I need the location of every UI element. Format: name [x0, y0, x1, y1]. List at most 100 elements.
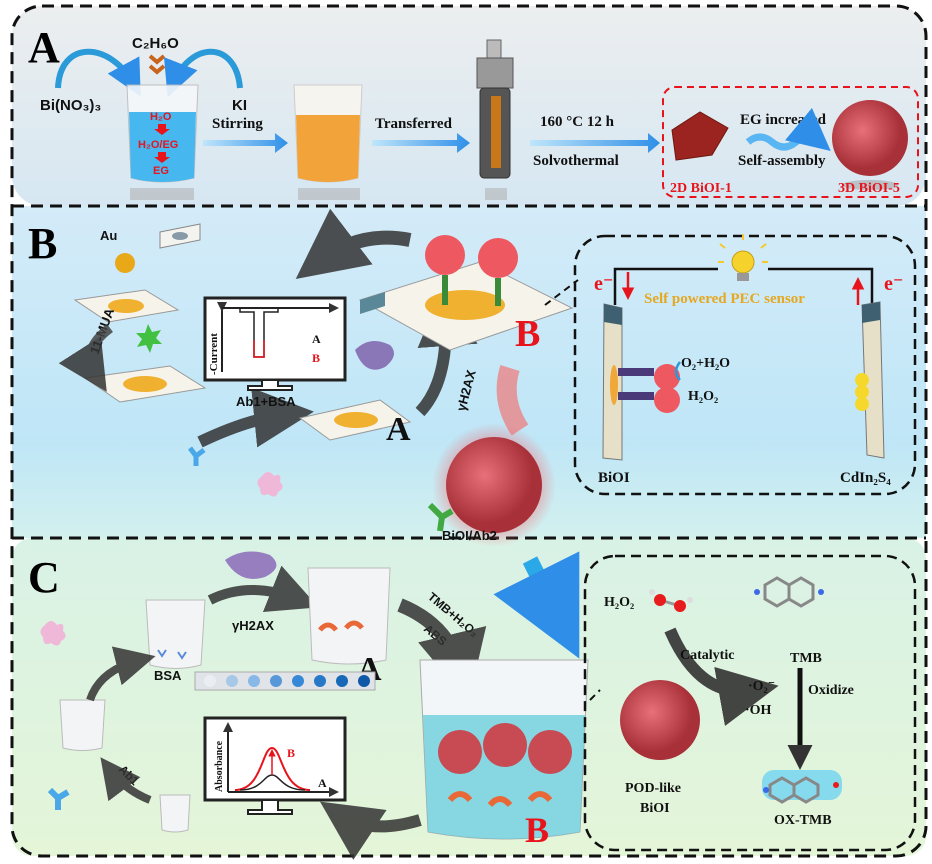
solvent-eg: EG	[153, 165, 169, 177]
antibody-icon	[157, 649, 187, 660]
bioi-sphere	[483, 723, 527, 767]
beaker-shadow	[298, 188, 360, 200]
well-a	[307, 567, 391, 665]
tmb-molecule-icon	[754, 576, 824, 608]
autoclave-shadow	[485, 188, 507, 200]
antibody-stack	[442, 275, 501, 306]
photocathode-label: CdIn₂S₄	[840, 470, 891, 486]
plate-strip	[194, 671, 376, 691]
curved-arrow-left	[55, 48, 141, 97]
curved-arrow-right	[164, 48, 243, 98]
curved-arrow	[664, 627, 779, 726]
mech-h2o2: H₂O₂	[604, 595, 634, 610]
reagent-ethanol: C₂H₆O	[132, 35, 179, 52]
mech-hydroxyl: ·OH	[745, 703, 772, 718]
well-b-label: B	[525, 810, 549, 850]
electron-left: e⁻	[594, 273, 613, 295]
well-b	[419, 659, 589, 840]
electrode-spot	[172, 232, 188, 240]
monitor-pec: -Current A B	[203, 296, 347, 391]
gold-nanoparticle	[115, 253, 135, 273]
mech-bioi: BiOI	[640, 801, 670, 816]
mechanism-box: H₂O₂ Catalytic TMB ·O₂⁻ ·OH Oxidize POD-…	[583, 554, 917, 852]
pod-like-bioi-sphere	[620, 680, 700, 760]
product-o2-h2o: O₂+H₂O	[681, 356, 730, 371]
chevron-down-icon	[148, 54, 166, 75]
beaker-mixture	[293, 84, 363, 183]
mech-catalytic: Catalytic	[680, 648, 734, 663]
monitor-label-a: A	[312, 332, 321, 346]
sensor-title: Self powered PEC sensor	[644, 291, 805, 307]
curved-arrow	[295, 208, 412, 279]
wavy-arrow	[745, 107, 831, 151]
callout-line	[544, 279, 579, 306]
panel-a-label: A	[28, 23, 60, 72]
eg-increased-label: EG increased	[740, 112, 827, 128]
bsa-icon	[257, 472, 283, 497]
mech-ox-tmb: OX-TMB	[774, 813, 832, 828]
bioi-sphere	[654, 387, 680, 413]
outer-border	[10, 4, 928, 858]
curved-arrow	[207, 565, 319, 613]
condition-temperature-time: 160 °C 12 h	[540, 114, 615, 130]
product-highlight-box	[662, 86, 919, 198]
step-stirring: Stirring	[212, 116, 263, 132]
bioi-sphere	[478, 238, 518, 278]
beaker-shadow	[130, 188, 194, 200]
electrode-film	[425, 290, 505, 320]
curved-arrow	[58, 323, 114, 392]
bioi-sphere	[654, 364, 680, 390]
au-film	[108, 299, 144, 313]
monitor-axis-absorbance: Absorbance	[214, 740, 225, 792]
panel-c-label: C	[28, 553, 60, 602]
product-3d-bioi: 3D BiOI-5	[838, 181, 900, 196]
sphere-shadow	[842, 180, 898, 190]
antigen-label: γH2AX	[232, 618, 274, 633]
method-solvothermal: Solvothermal	[533, 153, 619, 169]
step-transferred: Transferred	[375, 116, 453, 132]
bioi-sphere	[438, 730, 482, 774]
antibody-icon	[188, 446, 206, 466]
arrow-solvothermal	[530, 133, 660, 153]
pink-arrow	[496, 365, 529, 436]
well-bsa	[145, 599, 206, 669]
curved-arrow	[100, 757, 152, 804]
circuit-wire	[613, 267, 874, 305]
curved-arrow	[86, 646, 156, 702]
bsa-icon	[40, 621, 66, 646]
electrode-a-label: A	[386, 411, 411, 448]
panel-b-label: B	[28, 219, 57, 268]
antigen-bound	[318, 620, 364, 632]
panel-a: A C₂H₆O Bi(NO₃)₃ KI H₂O H₂O/EG EG Stirri…	[28, 23, 919, 200]
bioi-ab2-probe	[446, 437, 542, 533]
bioi-sphere	[425, 235, 465, 275]
self-assembly-label: Self-assembly	[738, 153, 826, 169]
mech-tmb: TMB	[790, 651, 822, 666]
electron-right: e⁻	[884, 273, 903, 295]
gh2ax-protein	[225, 551, 277, 579]
panel-b: B Au 11-MUA A γH2AX -Current A B	[28, 208, 917, 547]
ab1-film	[334, 412, 378, 428]
well-ab1	[59, 699, 106, 751]
mech-superoxide: ·O₂⁻	[748, 679, 775, 694]
arrow-down-icon	[154, 124, 170, 163]
monitor-label-b: B	[287, 746, 295, 760]
modified-film	[123, 376, 167, 392]
monitor-label-b: B	[312, 351, 320, 365]
reaction-arrow	[674, 361, 682, 381]
panel-c: C BSA γH2AX A TMB+H₂O₂ ABS Ab1	[28, 551, 917, 860]
au-label: Au	[100, 228, 117, 243]
autoclave	[476, 39, 514, 179]
h2o2-molecule-icon	[649, 589, 693, 612]
gh2ax-protein	[355, 341, 394, 370]
mech-oxidize: Oxidize	[808, 683, 854, 698]
product-2d-bioi: 2D BiOI-1	[670, 181, 732, 196]
bioi-sphere	[528, 730, 572, 774]
solvent-water-eg: H₂O/EG	[138, 139, 178, 151]
curved-arrow	[197, 387, 314, 448]
bioi-microsphere	[832, 100, 908, 176]
reagent-bismuth-nitrate: Bi(NO₃)₃	[40, 97, 101, 114]
beaker-precursor: H₂O H₂O/EG EG	[126, 84, 199, 183]
electrode-contact	[360, 292, 385, 314]
